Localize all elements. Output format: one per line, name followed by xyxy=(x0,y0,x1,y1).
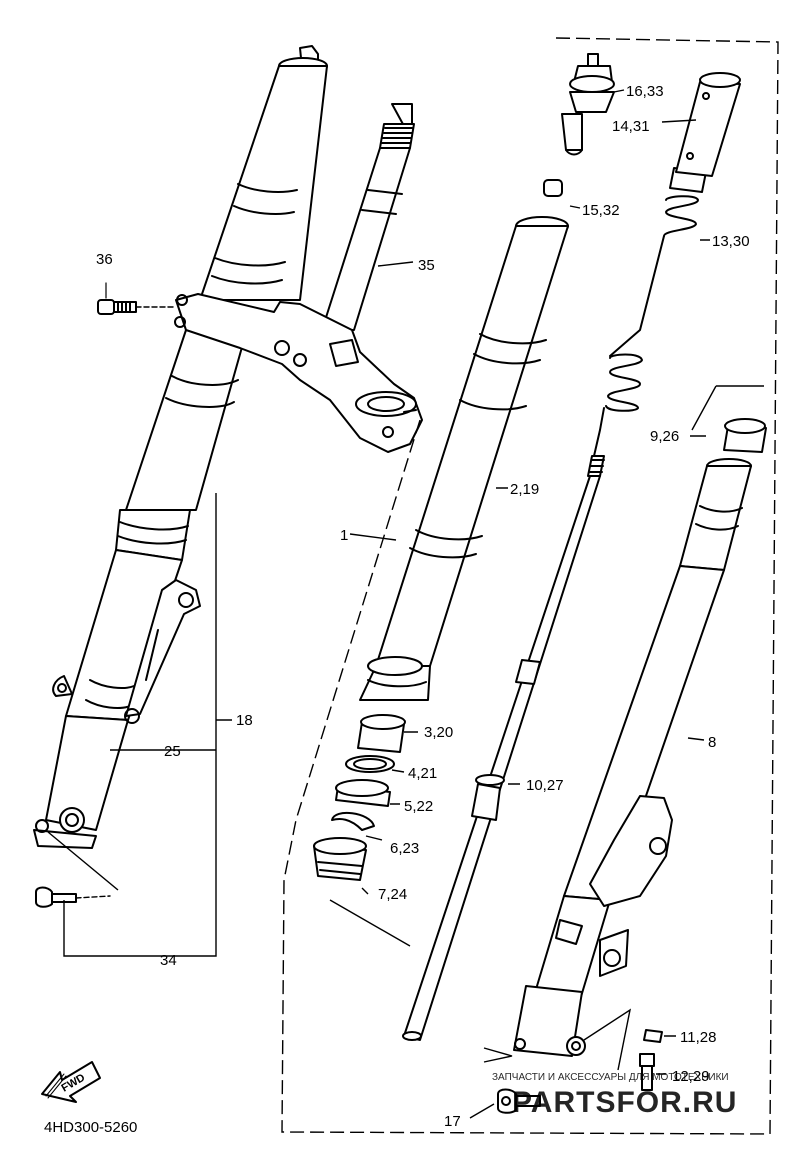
part-labels: 36 35 16,33 14,31 15,32 13,30 9,26 2,19 … xyxy=(96,83,750,1130)
label-16-33: 16,33 xyxy=(626,83,664,100)
watermark: ЗАПЧАСТИ И АКСЕССУАРЫ ДЛЯ МОТОТЕХНИКИ PA… xyxy=(492,1072,737,1119)
watermark-tagline: ЗАПЧАСТИ И АКСЕССУАРЫ ДЛЯ МОТОТЕХНИКИ xyxy=(492,1072,729,1083)
watermark-brand: PARTSFOR.RU xyxy=(512,1086,737,1119)
label-5-22: 5,22 xyxy=(404,798,433,815)
label-8: 8 xyxy=(708,734,716,751)
damper-rod xyxy=(402,455,605,1041)
label-35: 35 xyxy=(418,257,435,274)
fork-spring xyxy=(593,72,741,457)
label-36: 36 xyxy=(96,251,113,268)
label-3-20: 3,20 xyxy=(424,724,453,741)
label-6-23: 6,23 xyxy=(390,840,419,857)
assembled-fork-left xyxy=(33,45,328,849)
label-13-30: 13,30 xyxy=(712,233,750,250)
label-25: 25 xyxy=(164,743,181,760)
right-slider xyxy=(513,418,767,1057)
label-12-29: 12,29 xyxy=(672,1068,710,1085)
label-11-28: 11,28 xyxy=(680,1029,716,1046)
fwd-arrow-icon xyxy=(41,1061,101,1103)
under-bracket xyxy=(174,103,423,453)
exploded-group-outline xyxy=(281,37,779,1135)
outer-tube xyxy=(359,216,569,701)
label-17: 17 xyxy=(444,1113,461,1130)
label-2-19: 2,19 xyxy=(510,481,539,498)
label-10-27: 10,27 xyxy=(526,777,564,794)
label-1: 1 xyxy=(340,527,348,544)
label-15-32: 15,32 xyxy=(582,202,620,219)
label-34: 34 xyxy=(160,952,177,969)
seal-stack xyxy=(313,714,406,881)
label-18: 18 xyxy=(236,712,253,729)
diagram-code: 4HD300-5260 xyxy=(44,1119,137,1136)
leader-lines xyxy=(47,89,764,1119)
bolt-36 xyxy=(97,282,175,315)
label-14-31: 14,31 xyxy=(612,118,650,135)
label-9-26: 9,26 xyxy=(650,428,679,445)
cap-bolt xyxy=(543,53,615,197)
label-4-21: 4,21 xyxy=(408,765,437,782)
label-7-24: 7,24 xyxy=(378,886,407,903)
